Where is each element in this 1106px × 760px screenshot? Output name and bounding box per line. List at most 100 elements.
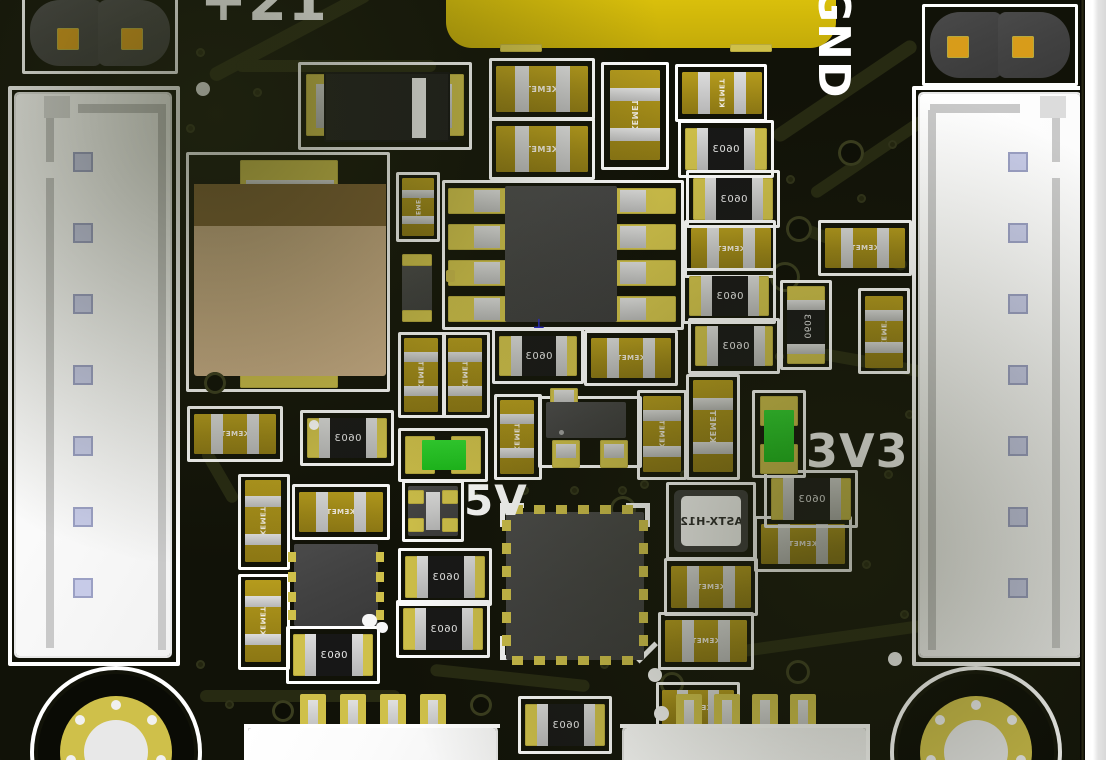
connector-bottom-left[interactable] [248,728,496,760]
cap-c10-silk [442,332,490,418]
res-r11-body: 0603 [308,634,360,676]
ic-u5-lead-center [426,492,440,530]
led-d2-body [764,410,794,462]
test-pad [377,622,388,633]
res-0603-mark: 0603 [430,623,458,635]
header-pin [308,700,318,734]
res-r8-silk [764,470,858,528]
connector-j1-pin-7[interactable] [73,578,93,598]
ic-u4-body [546,402,626,438]
cap-c9-term-1 [404,352,438,362]
mount-hole-h1-dot [111,700,121,710]
mount-hole-h2-dot [1016,755,1026,760]
transformer-t1 [446,0,836,48]
cap-c19-body: KEMET [671,566,751,608]
header-pin [428,700,438,734]
res-r11-term-1 [305,634,316,676]
res-r7-body: 0603 [322,418,374,458]
pin1-marker-dot [309,420,319,430]
cap-kemet-mark: KEMET [258,506,267,536]
connector-j1-pin-2[interactable] [73,223,93,243]
connector-j2-pin-3[interactable] [1008,294,1028,314]
chip-left-pad-1 [402,254,432,266]
cap-c17-silk [238,574,290,670]
res-r8-term-1 [783,478,794,520]
connector-j1-pin-6[interactable] [73,507,93,527]
connector-j1-pin-4[interactable] [73,365,93,385]
via [470,694,492,716]
cap-kemet-mark: KEMET [525,144,559,154]
ic-u5-pad-3 [442,490,458,504]
test-pad [196,82,210,96]
connector-j2-pin-6[interactable] [1008,507,1028,527]
res-r3-term-1 [701,276,712,316]
led-d1-silk [398,428,488,482]
diode-cathode-stripe [412,78,426,138]
via-small [888,140,897,149]
cap-c6-silk [818,220,912,276]
header-pin [760,700,770,734]
res-r8-body: 0603 [786,478,838,520]
connector-j1-pin-1[interactable] [73,152,93,172]
connector-bottom-right[interactable] [624,728,866,760]
cap-c11-term-2 [643,338,655,378]
connector-j1-pin-3[interactable] [73,294,93,314]
cap-c8-term-1 [402,190,434,198]
ic-u2-pad [639,589,648,600]
cap-c8-term-2 [402,216,434,224]
ic-u3-pad [288,552,296,562]
ic-u2-pad [600,656,611,665]
connector-j1-pin-5[interactable] [73,436,93,456]
cap-c7-body: KEMET [865,296,903,368]
mount-hole-h2-dot [971,700,981,710]
res-r5-term-2 [787,344,825,354]
res-r1-term-1 [697,128,708,170]
connector-j2-rib-top [930,104,1020,113]
cap-c8-body: KEMET [402,178,434,236]
via-small [786,175,795,184]
ic-u2-pad [600,505,611,514]
cap-c11-term-1 [607,338,619,378]
connector-j2-pin-2[interactable] [1008,223,1028,243]
cap-c16-silk [238,474,290,570]
connector-j2-notch [1040,96,1066,118]
ic-u1-lead-r4 [620,298,646,320]
led-d2-silk [752,390,806,478]
ic-u2-pad [502,612,511,623]
res-r6-body: 0603 [514,336,564,376]
res-r4-term-1 [707,326,718,366]
via-small [857,194,866,203]
connector-j2-pin-4[interactable] [1008,365,1028,385]
testpad-pad [947,36,969,58]
res-r5-body: 0603 [787,302,825,350]
header-pin [684,700,694,734]
res-0603-mark: 0603 [552,719,580,731]
connector-j1[interactable] [16,94,170,656]
via-small [618,486,627,495]
connector-j2-pin-1[interactable] [1008,152,1028,172]
cap-c2-term-2 [556,126,570,172]
silk-outline-bottom-left [244,724,500,728]
res-r12-body: 0603 [540,704,592,746]
cap-c16-term-1 [245,496,281,507]
ic-u2-pad [622,505,633,514]
ic-u1-lead-l1 [474,190,500,212]
cap-c14-silk [686,374,740,480]
res-r12-silk [518,696,612,754]
connector-j2-pin-7[interactable] [1008,578,1028,598]
ic-u2-pad [502,589,511,600]
res-r9-term-2 [464,556,475,598]
cap-c3-body: KEMET [610,70,660,160]
cap-c20-body: KEMET [665,620,747,662]
connector-j2-pin-5[interactable] [1008,436,1028,456]
ic-u1-silk [442,180,684,330]
cap-c2-term-1 [515,126,529,172]
ic-u2-pad [502,520,511,531]
res-r9-term-1 [417,556,428,598]
via [272,700,294,722]
ic-u1-lead-l2 [474,226,500,248]
mount-hole-h1-dot [156,755,166,760]
cap-c17-body: KEMET [245,580,281,662]
cap-c13-term-1 [643,410,681,421]
silk-outline-bottom-right-v [866,724,870,760]
